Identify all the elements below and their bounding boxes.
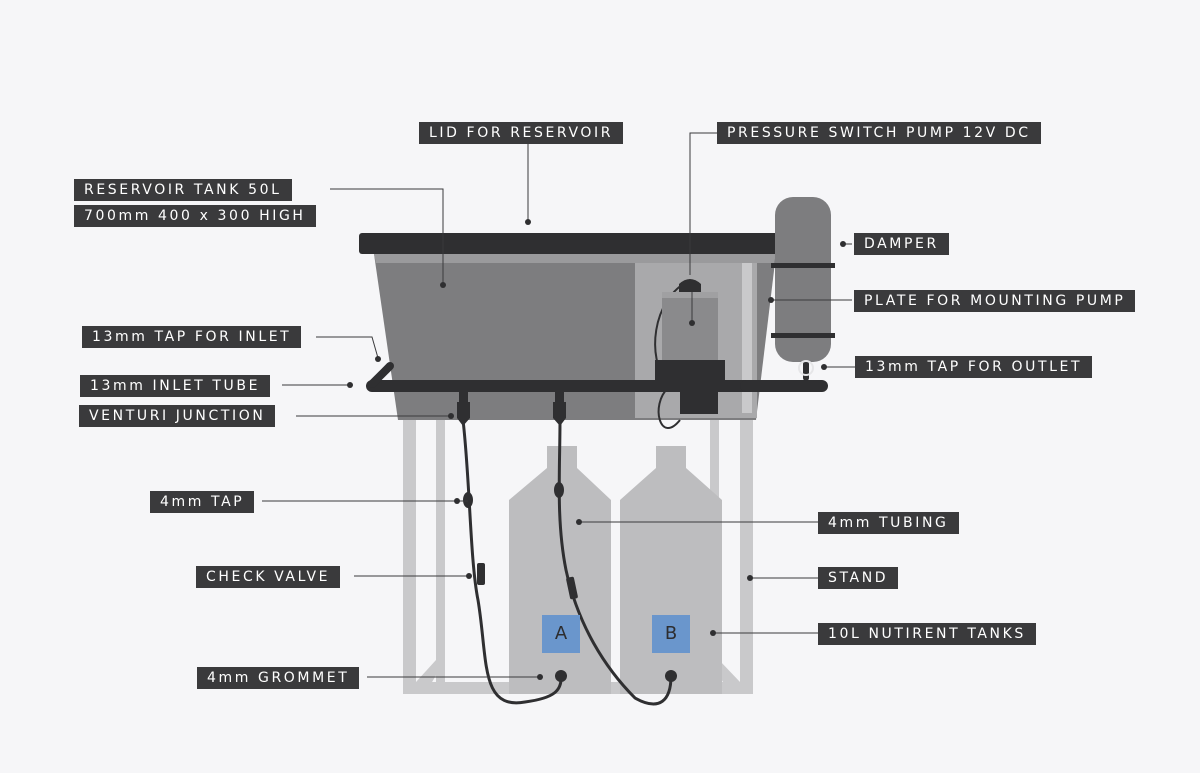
- label-lid: LID FOR RESERVOIR: [419, 122, 624, 144]
- label-stand: STAND: [818, 567, 899, 589]
- check-valve-left: [477, 563, 485, 585]
- venturi-junction-left: [457, 392, 470, 426]
- leader-lines: [262, 132, 855, 678]
- tank-label-a: A: [542, 615, 580, 653]
- damper: [771, 197, 835, 362]
- label-venturi: VENTURI JUNCTION: [79, 405, 276, 427]
- label-plate: PLATE FOR MOUNTING PUMP: [854, 290, 1136, 312]
- label-nutrient-tanks: 10L NUTIRENT TANKS: [818, 623, 1036, 645]
- label-tap-4mm: 4mm TAP: [150, 491, 255, 513]
- label-pump: PRESSURE SWITCH PUMP 12V DC: [717, 122, 1041, 144]
- label-tap-outlet: 13mm TAP FOR OUTLET: [855, 356, 1093, 378]
- tap-4mm-left: [463, 492, 473, 508]
- label-reservoir: RESERVOIR TANK 50L: [74, 179, 292, 201]
- venturi-junction-right: [553, 392, 566, 426]
- tap-4mm-right: [554, 482, 564, 498]
- check-valve-right: [566, 576, 578, 600]
- nutrient-tank-a: [509, 446, 611, 694]
- nutrient-tank-b: [620, 446, 722, 694]
- tank-label-b: B: [652, 615, 690, 653]
- inlet-tube: [366, 360, 828, 392]
- label-grommet: 4mm GROMMET: [197, 667, 360, 689]
- grommet-b: [665, 670, 677, 682]
- reservoir-lid: [359, 233, 779, 254]
- label-tubing: 4mm TUBING: [818, 512, 959, 534]
- label-check-valve: CHECK VALVE: [196, 566, 341, 588]
- label-inlet-tube: 13mm INLET TUBE: [80, 375, 271, 397]
- leader-dots: [347, 219, 846, 680]
- grommet-a: [555, 670, 567, 682]
- label-tap-inlet: 13mm TAP FOR INLET: [82, 326, 302, 348]
- label-reservoir-size: 700mm 400 x 300 HIGH: [74, 205, 316, 227]
- label-damper: DAMPER: [854, 233, 949, 255]
